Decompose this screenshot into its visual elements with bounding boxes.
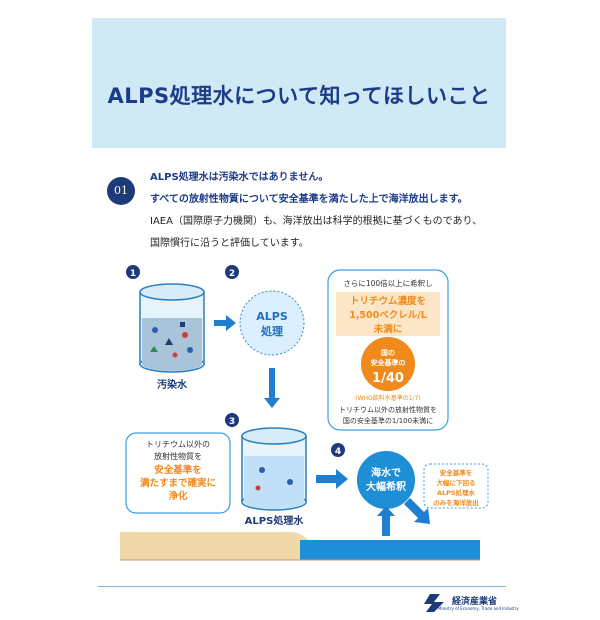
standard-ratio-value: 1/40 <box>372 371 404 386</box>
release-line1: 安全基準を <box>440 468 473 477</box>
arrow-2-to-3 <box>264 368 280 408</box>
tritium-highlight1: トリチウム濃度を <box>350 295 426 307</box>
alps-treated-water-tank <box>241 427 307 511</box>
standard-ratio-line1: 国の <box>381 348 395 357</box>
purification-callout <box>125 432 231 514</box>
footer-divider <box>98 586 506 587</box>
section-line-3: IAEA（国際原子力機関）も、海洋放出は科学的根拠に基づくものであり、 <box>150 216 483 227</box>
ministry-name: 経済産業省 <box>452 597 498 607</box>
tritium-highlight-box <box>336 292 440 336</box>
sea <box>300 540 480 560</box>
step-3-number: 3 <box>229 417 235 427</box>
who-note: (WHO飲料水基準の1/7) <box>355 394 421 402</box>
dilution-line1: さらに100倍以上に希釈し <box>343 278 432 288</box>
tank-3-label: ALPS処理水 <box>245 514 305 527</box>
section-line-4: 国際慣行に沿うと評価しています。 <box>150 238 309 249</box>
alps-circle-line1: ALPS <box>256 310 288 323</box>
header-banner: ALPS処理水について知ってほしいこと <box>92 18 506 148</box>
ministry-name-en: Ministry of Economy, Trade and Industry <box>438 606 519 611</box>
step-1-badge <box>126 265 140 279</box>
sand-ground <box>120 532 290 560</box>
step-2-number: 2 <box>229 269 235 279</box>
release-line4: のみを海洋放出 <box>433 498 479 507</box>
standard-ratio-circle <box>361 337 415 391</box>
section-line-1: ALPS処理水は汚染水ではありません。 <box>150 172 329 183</box>
dilution-circle-line1: 海水で <box>371 466 401 479</box>
tritium-highlight2: 1,500ベクレル/L <box>349 310 427 321</box>
ministry-logo-icon <box>424 594 444 612</box>
release-callout <box>423 463 489 509</box>
tank-1-label: 汚染水 <box>157 378 188 391</box>
purification-highlight2: 満たすまで確実に <box>140 477 216 489</box>
arrow-3-to-4 <box>316 469 348 489</box>
purification-highlight3: 浄化 <box>168 490 188 502</box>
contaminated-water-tank <box>139 283 205 373</box>
step-4-number: 4 <box>335 447 341 457</box>
page-title: ALPS処理水について知ってほしいこと <box>107 84 491 108</box>
alps-circle-line2: 処理 <box>260 324 283 338</box>
tritium-highlight3: 未満に <box>373 323 403 335</box>
step-4-badge <box>331 443 345 457</box>
purification-highlight1: 安全基準を <box>154 464 202 476</box>
other-substances-line1: トリチウム以外の放射性物質を <box>339 405 437 414</box>
dilution-circle-line2: 大幅希釈 <box>366 480 407 493</box>
seawater-intake-arrow <box>377 506 395 536</box>
step-1-number: 1 <box>130 269 136 279</box>
purification-line2: 放射性物質を <box>154 451 202 461</box>
section-line-2: すべての放射性物質について安全基準を満たした上で海洋放出します。 <box>150 194 468 205</box>
section-number-badge: 01 <box>107 177 135 205</box>
other-substances-line2: 国の安全基準の1/100未満に <box>343 416 433 425</box>
arrow-1-to-2 <box>214 315 236 331</box>
purification-line1: トリチウム以外の <box>146 439 210 449</box>
step-3-badge <box>225 413 239 427</box>
release-line2: 大幅に下回る <box>437 478 476 487</box>
alps-circle <box>239 290 305 356</box>
step-2-badge <box>225 265 239 279</box>
release-line3: ALPS処理水 <box>437 488 476 497</box>
standard-ratio-line2: 安全基準の <box>371 358 406 367</box>
discharge-arrow <box>404 498 430 524</box>
